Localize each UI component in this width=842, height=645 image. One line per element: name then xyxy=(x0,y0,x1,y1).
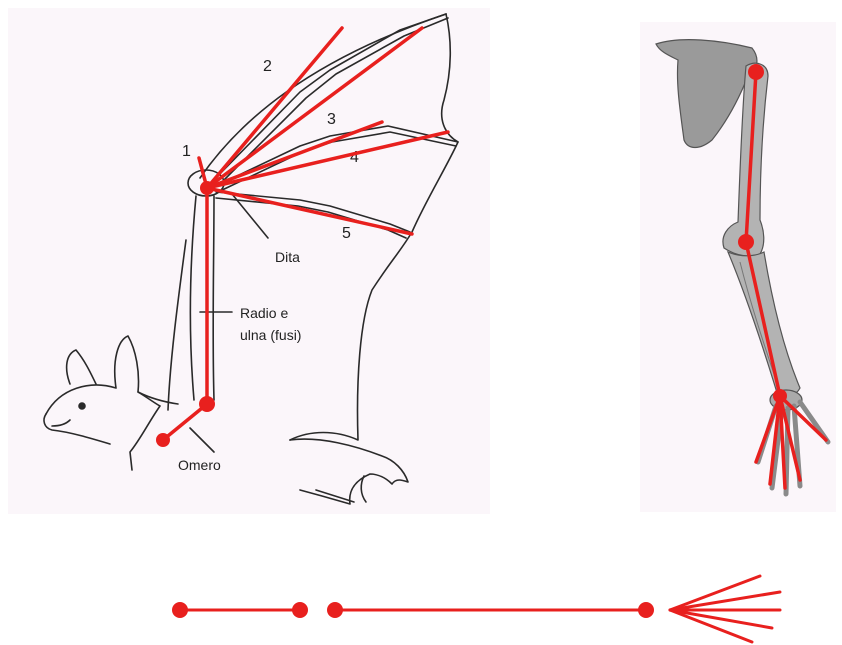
human-arm-skeleton xyxy=(656,40,828,494)
arm-joint-elbow xyxy=(738,234,754,250)
label-digit-5: 5 xyxy=(342,225,351,242)
bat-red-overlay xyxy=(163,28,448,440)
bat-ear-left xyxy=(67,350,96,384)
bat-head xyxy=(46,336,160,470)
schematic-joint-shoulder xyxy=(172,602,188,618)
joint-elbow xyxy=(199,396,215,412)
label-omero: Omero xyxy=(178,457,221,473)
schematic-digit-2 xyxy=(670,592,780,610)
joint-shoulder xyxy=(156,433,170,447)
arm-joint-shoulder xyxy=(748,64,764,80)
schematic-joint-wrist xyxy=(638,602,654,618)
schematic-limb xyxy=(172,576,780,642)
overlay-humerus xyxy=(163,404,207,440)
overlay-digit-5 xyxy=(207,188,412,234)
joint-wrist xyxy=(200,181,214,195)
omero-pointer xyxy=(190,428,214,452)
schematic-joint-elbow-a xyxy=(292,602,308,618)
label-digit-2: 2 xyxy=(263,58,272,75)
arm-joint-wrist xyxy=(773,389,787,403)
forearm-bones xyxy=(190,196,196,400)
schematic-digit-4 xyxy=(670,610,772,628)
schematic-digit-1 xyxy=(670,576,760,610)
bat-body xyxy=(138,392,178,404)
label-digit-1: 1 xyxy=(182,143,191,160)
label-dita: Dita xyxy=(275,249,300,265)
bat-foot xyxy=(290,439,408,504)
label-radio-line2: ulna (fusi) xyxy=(240,327,301,343)
bat-wing-illustration xyxy=(44,14,458,504)
schematic-digit-5 xyxy=(670,610,752,642)
bat-eye xyxy=(79,403,85,409)
label-digit-3: 3 xyxy=(327,111,336,128)
bat-snout xyxy=(44,414,110,444)
label-radio-line1: Radio e xyxy=(240,305,288,321)
schematic-joint-elbow-b xyxy=(327,602,343,618)
